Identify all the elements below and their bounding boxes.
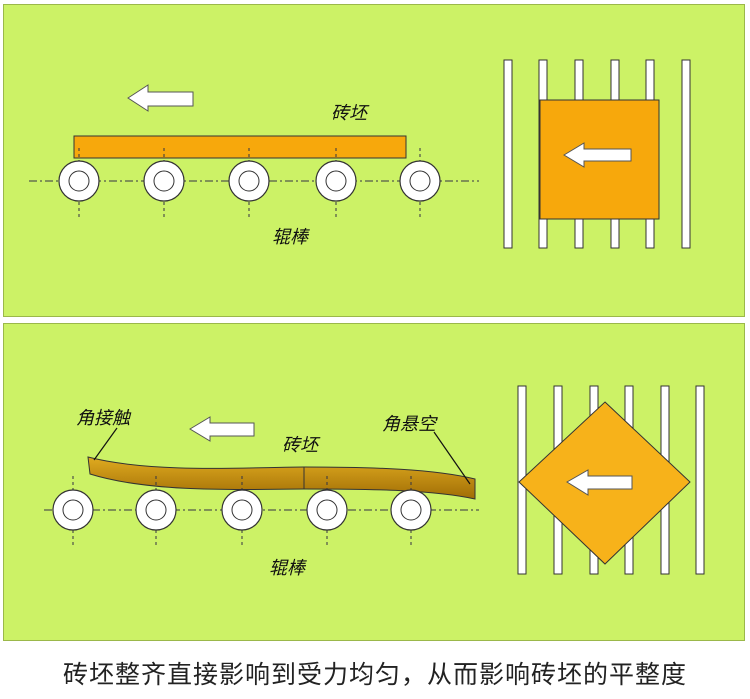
roller <box>399 148 441 217</box>
roller <box>228 148 270 217</box>
corner-contact-pointer <box>93 427 118 461</box>
corner-hanging-label: 角悬空 <box>382 414 438 435</box>
brick-label: 砖坯 <box>282 435 321 456</box>
top-diagram: 砖坯 辊棒 <box>29 59 691 249</box>
roller <box>52 476 94 546</box>
roller-label: 辊棒 <box>272 227 310 248</box>
bottom-panel: 角接触 砖坯 角悬空 辊棒 <box>3 323 745 641</box>
brick-label: 砖坯 <box>331 103 370 124</box>
roller <box>135 476 177 546</box>
brick <box>73 135 407 159</box>
left-arrow-icon <box>566 469 633 496</box>
roller-label: 辊棒 <box>269 558 307 579</box>
roller <box>390 476 432 546</box>
corner-hanging-pointer <box>433 431 471 485</box>
roller <box>306 476 348 546</box>
left-arrow-icon <box>189 416 255 442</box>
roller <box>143 148 185 217</box>
bottom-diagram: 角接触 砖坯 角悬空 辊棒 <box>44 385 705 579</box>
left-arrow-icon <box>563 142 632 168</box>
roller <box>315 148 357 217</box>
roller <box>58 148 100 217</box>
top-panel: 砖坯 辊棒 <box>3 4 745 317</box>
corner-contact-label: 角接触 <box>76 408 132 429</box>
warped-brick <box>87 456 476 500</box>
caption: 砖坯整齐直接影响到受力均匀，从而影响砖坯的平整度 <box>62 660 687 689</box>
roller <box>221 476 263 546</box>
left-arrow-icon <box>127 84 194 112</box>
